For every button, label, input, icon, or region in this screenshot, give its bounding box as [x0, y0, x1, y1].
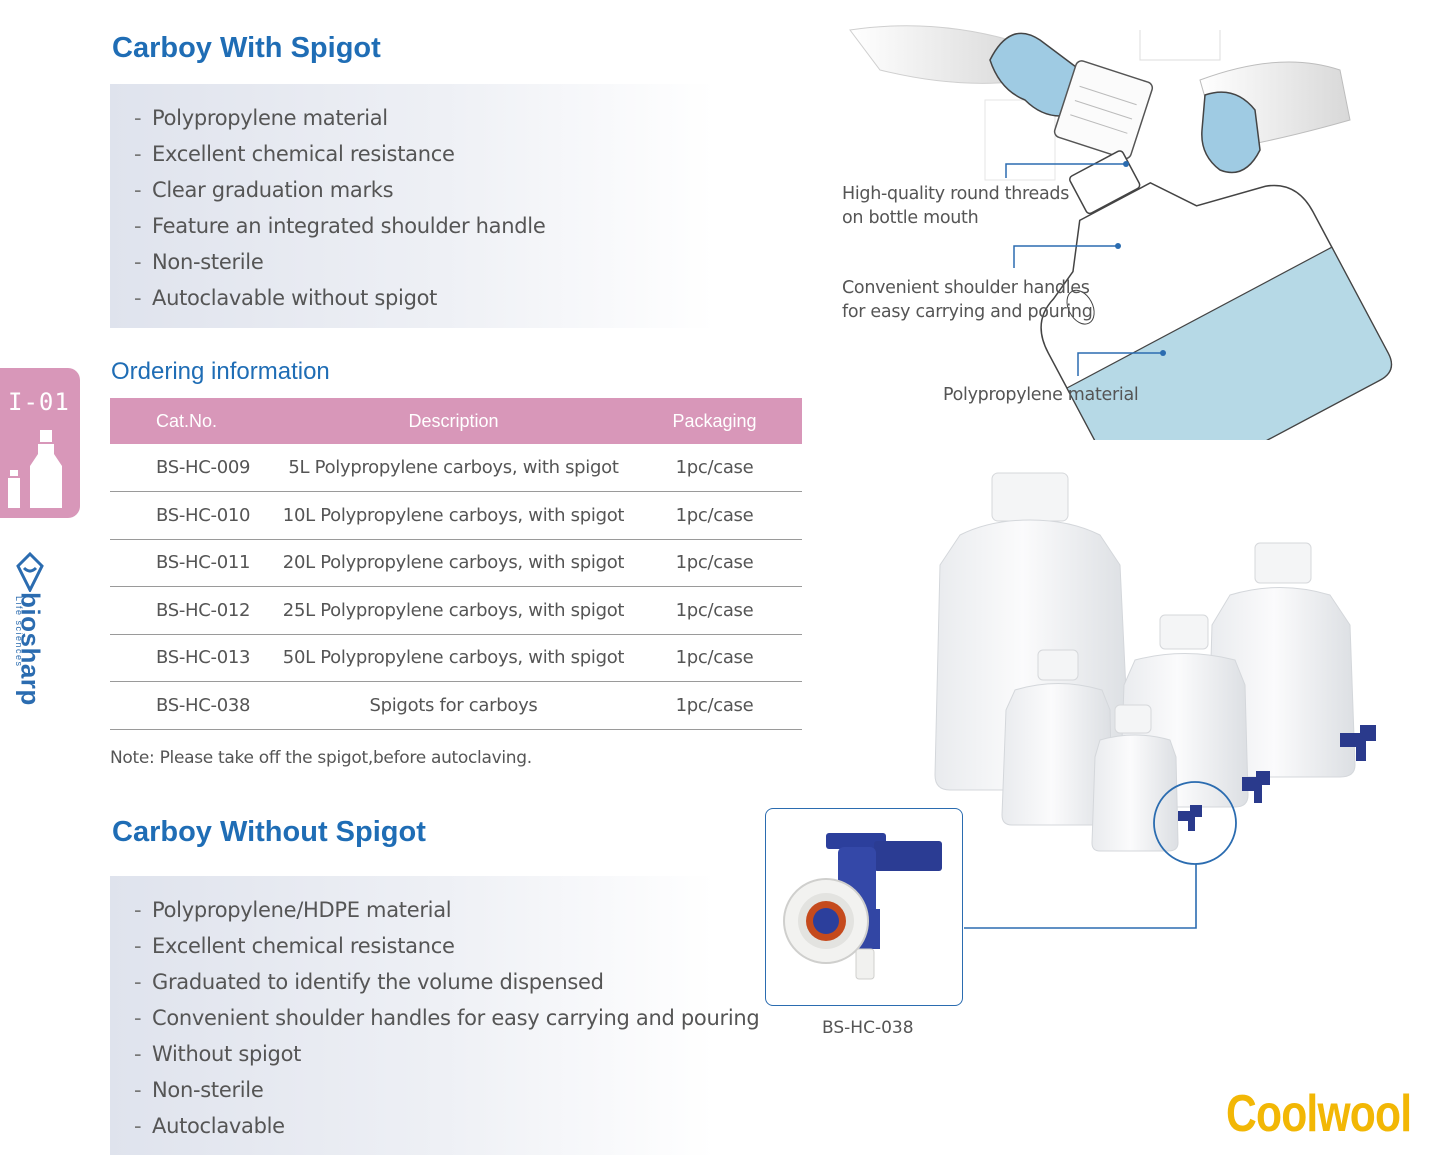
feature-item: -Non-sterile [134, 1078, 264, 1102]
section-code: I-01 [8, 388, 70, 416]
spigot-caption: BS-HC-038 [822, 1018, 914, 1038]
cell-packaging: 1pc/case [627, 634, 802, 682]
feature-item: -Excellent chemical resistance [134, 934, 455, 958]
feature-item: -Autoclavable without spigot [134, 286, 438, 310]
ordering-title: Ordering information [111, 358, 330, 385]
cell-packaging: 1pc/case [627, 681, 802, 730]
cell-packaging: 1pc/case [627, 491, 802, 540]
feature-item: -Non-sterile [134, 250, 264, 274]
cell-catno: BS-HC-010 [110, 491, 280, 540]
table-row: BS-HC-009 5L Polypropylene carboys, with… [110, 444, 802, 492]
table-row: BS-HC-010 10L Polypropylene carboys, wit… [110, 491, 802, 540]
carboys-product-photo [934, 472, 1376, 865]
brand-name: biosharp [15, 592, 46, 706]
section2-feature-list: -Polypropylene/HDPE material -Excellent … [110, 876, 760, 1144]
cell-description: 50L Polypropylene carboys, with spigot [280, 634, 627, 682]
column-header-catno: Cat.No. [110, 398, 280, 444]
spigot-closeup-frame [765, 808, 963, 1006]
brand-mark-icon [16, 552, 44, 592]
feature-item: -Clear graduation marks [134, 178, 394, 202]
cell-catno: BS-HC-038 [110, 681, 280, 730]
table-header-row: Cat.No. Description Packaging [110, 398, 802, 444]
section1-feature-list: -Polypropylene material -Excellent chemi… [110, 84, 715, 316]
cell-description: 5L Polypropylene carboys, with spigot [280, 444, 627, 492]
cell-description: 10L Polypropylene carboys, with spigot [280, 491, 627, 540]
feature-item: -Convenient shoulder handles for easy ca… [134, 1006, 760, 1030]
feature-item: -Excellent chemical resistance [134, 142, 455, 166]
callout-handles: Convenient shoulder handles for easy car… [842, 278, 1093, 322]
coolwool-logo: Coolwool [1226, 1085, 1412, 1143]
spigot-icon [783, 833, 942, 980]
section1-title: Carboy With Spigot [112, 32, 381, 64]
feature-item: -Polypropylene/HDPE material [134, 898, 452, 922]
cell-description: Spigots for carboys [280, 681, 627, 730]
table-row: BS-HC-038 Spigots for carboys 1pc/case [110, 681, 802, 730]
bottles-icon [8, 430, 62, 508]
autoclave-note: Note: Please take off the spigot,before … [110, 748, 532, 768]
table-row: BS-HC-011 20L Polypropylene carboys, wit… [110, 539, 802, 587]
feature-item: -Polypropylene material [134, 106, 388, 130]
brand-tagline: Life sciences [14, 596, 24, 668]
feature-item: -Feature an integrated shoulder handle [134, 214, 546, 238]
cell-description: 20L Polypropylene carboys, with spigot [280, 539, 627, 587]
section2-feature-box: -Polypropylene/HDPE material -Excellent … [110, 876, 760, 1155]
cell-packaging: 1pc/case [627, 539, 802, 587]
column-header-packaging: Packaging [627, 398, 802, 444]
carboy-pouring-illustration [849, 25, 1393, 440]
cell-catno: BS-HC-012 [110, 586, 280, 635]
feature-item: -Autoclavable [134, 1114, 285, 1138]
table-row: BS-HC-012 25L Polypropylene carboys, wit… [110, 586, 802, 635]
cell-catno: BS-HC-009 [110, 444, 280, 492]
zoom-connector-line [964, 864, 1197, 929]
column-header-description: Description [280, 398, 627, 444]
feature-item: -Graduated to identify the volume dispen… [134, 970, 604, 994]
cell-packaging: 1pc/case [627, 586, 802, 635]
table-row: BS-HC-013 50L Polypropylene carboys, wit… [110, 634, 802, 682]
callout-material: Polypropylene material [943, 385, 1139, 405]
brand-logo: biosharp Life sciences [8, 548, 52, 723]
cell-catno: BS-HC-013 [110, 634, 280, 682]
callout-threads: High-quality round threads on bottle mou… [842, 184, 1070, 228]
section1-feature-box: -Polypropylene material -Excellent chemi… [110, 84, 715, 328]
ordering-table: Cat.No. Description Packaging BS-HC-009 … [110, 398, 802, 730]
ordering-table-wrap: Cat.No. Description Packaging BS-HC-009 … [110, 398, 802, 730]
cell-catno: BS-HC-011 [110, 539, 280, 587]
cell-packaging: 1pc/case [627, 444, 802, 492]
section-tab: I-01 [0, 368, 80, 518]
section2-title: Carboy Without Spigot [112, 816, 426, 848]
feature-item: -Without spigot [134, 1042, 302, 1066]
cell-description: 25L Polypropylene carboys, with spigot [280, 586, 627, 635]
